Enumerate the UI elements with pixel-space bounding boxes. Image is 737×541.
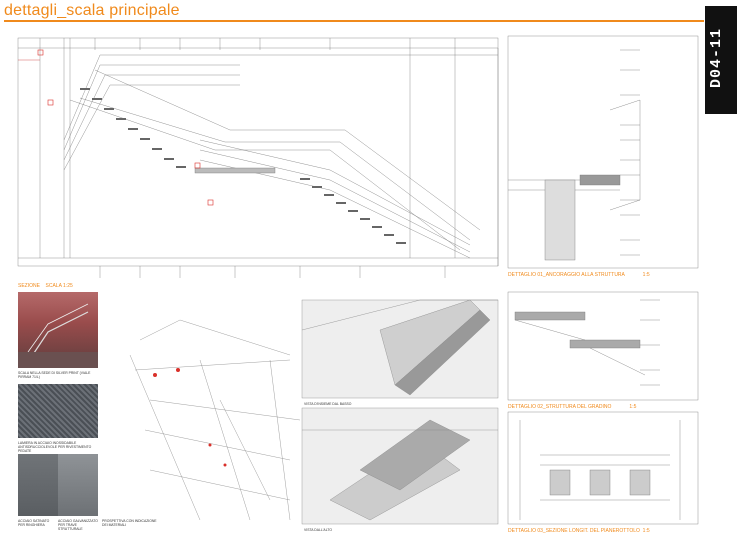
photo-checker-plate [18,384,98,438]
detail1-label: DETTAGLIO 01_ANCORAGGIO ALLA STRUTTURA 1… [508,272,650,278]
caption-perspective: PROSPETTIVA CON INDICAZIONE DEI MATERIAL… [102,519,157,528]
detail3-scale: 1:5 [642,528,650,534]
view-from-above [301,407,499,525]
detail-03-drawing [507,411,699,525]
detail3-text: DETTAGLIO 03_SEZIONE LONGIT. DEL PIANERO… [508,528,640,534]
caption-vista-basso: VISTA D'INSIEME DAL BASSO [304,402,352,406]
title-underline [4,20,704,22]
page-title: dettagli_scala principale [4,2,180,19]
photo-satin-steel [18,454,58,516]
caption-photo3a: ACCIAIO SATINATO PER RINGHIERA [18,519,50,528]
perspective-red-markers [153,368,227,467]
detail1-scale: 1:5 [642,272,650,278]
detail2-label: DETTAGLIO 02_STRUTTURA DEL GRADINO 1:5 [508,404,636,410]
section-drawing [17,37,499,278]
caption-photo2: LAMIERA IN ACCIAIO INOSSIDABILE ANTISDRU… [18,441,92,454]
sezione-text: SEZIONE [18,283,40,289]
caption-photo3b: ACCIAIO GALVANIZZATO PER TRAVE STRUTTURA… [58,519,98,532]
detail1-text: DETTAGLIO 01_ANCORAGGIO ALLA STRUTTURA [508,272,625,278]
upper-flight-treads [80,88,186,168]
photo-galvanized-steel [58,454,98,516]
sezione-label: SEZIONE SCALA 1:25 [18,283,73,289]
detail2-text: DETTAGLIO 02_STRUTTURA DEL GRADINO [508,404,612,410]
detail-02-drawing [507,291,699,401]
sheet-code-box: D04-11 [705,6,737,114]
detail2-scale: 1:5 [629,404,637,410]
photo-staircase [18,292,98,368]
perspective-drawing [129,319,301,521]
sheet-tab: D04-11 [705,0,737,541]
lower-flight-treads [300,178,406,244]
caption-photo1: SCALA NELLA SEDE DI SILVER PRINT (VIALE … [18,371,91,380]
detail-01-drawing [507,35,699,269]
detail3-label: DETTAGLIO 03_SEZIONE LONGIT. DEL PIANERO… [508,528,650,534]
red-markers [37,49,214,206]
view-from-below [301,299,499,399]
caption-vista-alto: VISTA DALL'ALTO [304,528,332,532]
scala-text: SCALA 1:25 [45,283,73,289]
